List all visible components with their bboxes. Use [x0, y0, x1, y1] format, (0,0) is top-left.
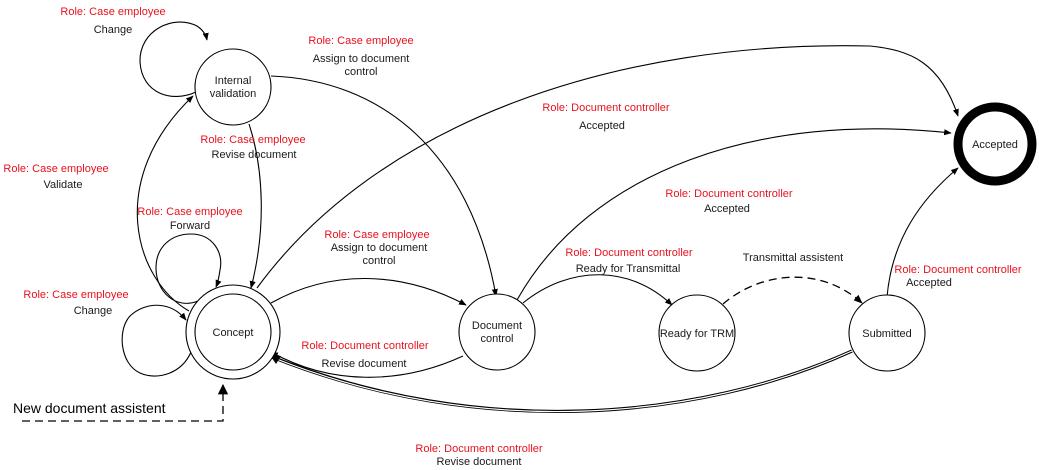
label-dc-to-concept-role: Role: Document controller — [301, 340, 429, 352]
internal-validation-label-2: validation — [210, 88, 256, 100]
label-submitted-to-accepted-role: Role: Document controller — [894, 264, 1022, 276]
document-control-label-1: Document — [472, 320, 522, 332]
label-concept-to-dc-action-2: control — [362, 255, 395, 267]
edge-submitted-to-concept-inner — [273, 350, 853, 413]
document-control-circle — [458, 293, 536, 371]
label-iv-change-role: Role: Case employee — [60, 6, 165, 18]
edge-document-control-to-ready-for-trm — [522, 274, 673, 306]
node-accepted[interactable]: Accepted — [953, 102, 1037, 186]
submitted-circle — [848, 294, 926, 372]
label-forward-role: Role: Case employee — [137, 206, 242, 218]
label-iv-to-dc-role: Role: Case employee — [308, 35, 413, 47]
edge-document-control-to-concept — [270, 351, 464, 378]
internal-validation-circle — [194, 48, 272, 126]
label-forward-action: Forward — [170, 220, 210, 232]
edge-iv-to-document-control — [270, 75, 498, 297]
label-submitted-to-concept-role: Role: Document controller — [415, 443, 543, 455]
label-concept-change-role: Role: Case employee — [23, 289, 128, 301]
label-concept-to-dc-action-1: Assign to document — [331, 242, 428, 254]
edge-iv-to-concept — [248, 123, 262, 289]
node-internal-validation[interactable]: Internal validation — [194, 48, 272, 126]
label-trm-to-submitted-action: Transmittal assistent — [743, 252, 843, 264]
edge-document-control-to-accepted — [516, 128, 952, 301]
label-iv-to-dc-action-1: Assign to document — [313, 53, 410, 65]
label-iv-to-concept-action: Revise document — [212, 149, 297, 161]
label-dc-to-accepted-action: Accepted — [704, 203, 750, 215]
label-concept-to-dc-role: Role: Case employee — [324, 229, 429, 241]
label-dc-to-concept-action: Revise document — [322, 358, 407, 370]
edge-new-document-entry — [22, 383, 229, 422]
node-submitted[interactable]: Submitted — [848, 294, 926, 372]
edge-iv-change-loop — [139, 21, 209, 97]
label-iv-change-action: Change — [94, 24, 133, 36]
label-iv-to-dc-action-2: control — [344, 66, 377, 78]
node-concept[interactable]: Concept — [185, 284, 281, 380]
edge-concept-forward-loop — [155, 233, 222, 304]
ready-for-trm-circle — [658, 294, 736, 372]
edge-ready-for-trm-to-submitted — [722, 276, 863, 305]
node-document-control[interactable]: Document control — [458, 293, 536, 371]
label-new-document-assistent: New document assistent — [13, 400, 166, 416]
edge-submitted-to-accepted — [886, 167, 959, 298]
edge-concept-to-document-control — [270, 278, 467, 306]
label-validate-action: Validate — [44, 179, 83, 191]
internal-validation-label-1: Internal — [215, 75, 252, 87]
concept-inner-circle — [194, 293, 272, 371]
edge-concept-to-iv — [136, 95, 194, 312]
label-dc-to-trm-action: Ready for Transmittal — [576, 263, 681, 275]
label-submitted-to-accepted-action: Accepted — [906, 277, 952, 289]
label-concept-to-accepted-role: Role: Document controller — [542, 102, 670, 114]
concept-label: Concept — [213, 327, 254, 339]
label-submitted-to-concept-action: Revise document — [437, 456, 522, 468]
document-control-label-2: control — [480, 333, 513, 345]
label-dc-to-accepted-role: Role: Document controller — [665, 188, 793, 200]
label-iv-to-concept-role: Role: Case employee — [200, 134, 305, 146]
label-dc-to-trm-role: Role: Document controller — [565, 247, 693, 259]
edge-concept-to-accepted-line — [256, 45, 959, 289]
node-ready-for-trm[interactable]: Ready for TRM — [658, 294, 736, 372]
edge-concept-change-loop — [121, 304, 192, 377]
accepted-circle — [953, 102, 1037, 186]
accepted-label: Accepted — [972, 139, 1018, 151]
label-concept-change-action: Change — [74, 305, 113, 317]
label-validate-role: Role: Case employee — [3, 163, 108, 175]
submitted-label: Submitted — [862, 328, 912, 340]
ready-for-trm-label: Ready for TRM — [660, 328, 734, 340]
label-concept-to-accepted-action: Accepted — [579, 120, 625, 132]
